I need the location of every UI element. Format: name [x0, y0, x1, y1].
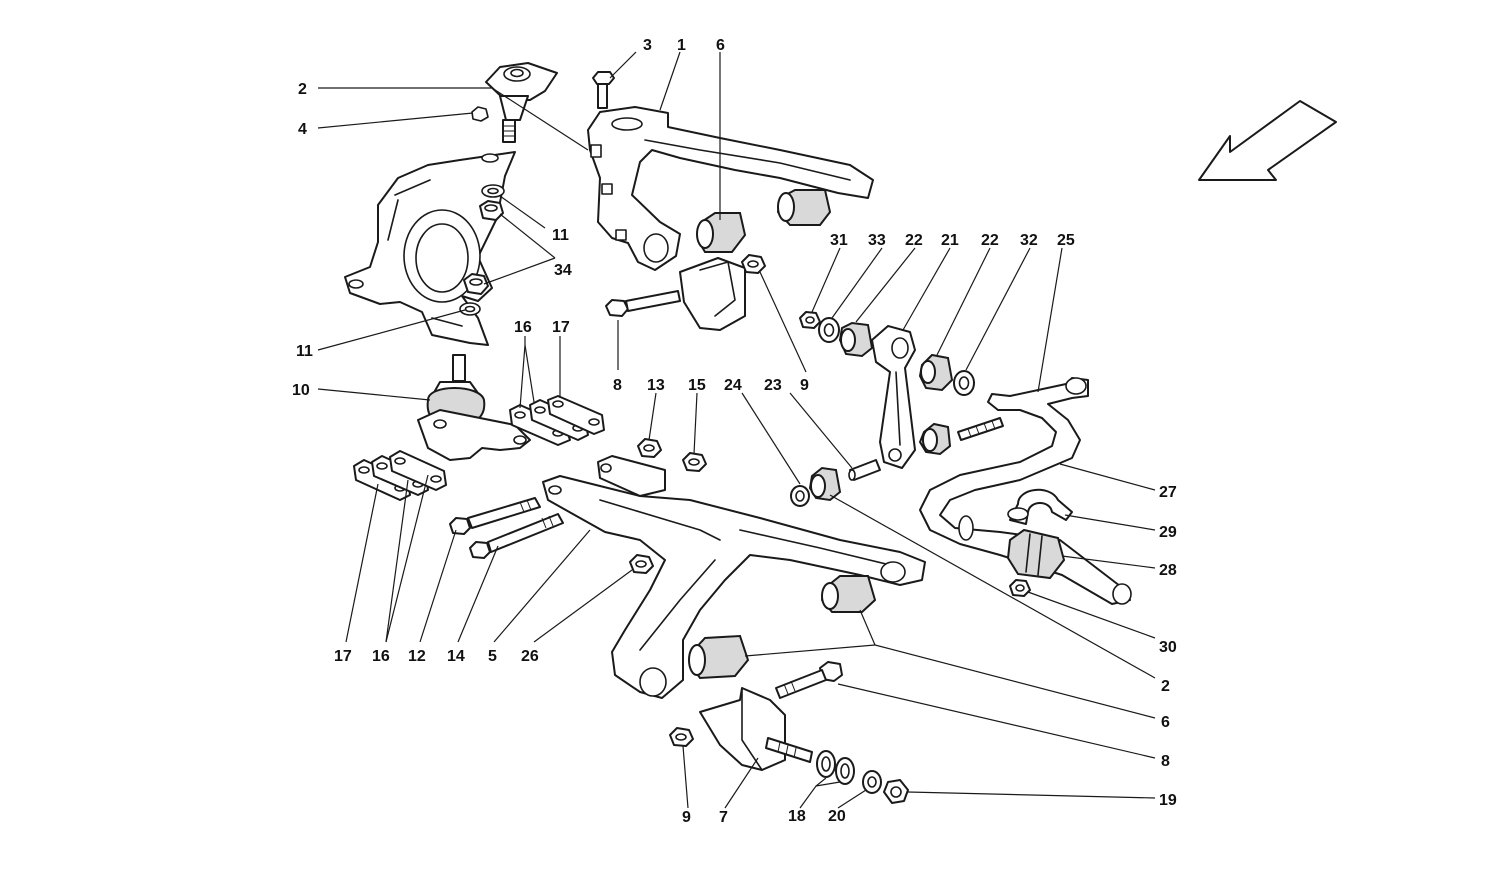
anti-roll-link [871, 325, 916, 469]
callout-6-upper: 6 [716, 37, 725, 54]
callout-11-lower: 11 [296, 343, 313, 360]
washer-11-top [481, 184, 505, 198]
nut-34-top [479, 200, 504, 221]
nut-9-upper [741, 254, 766, 274]
lower-bushing-left [688, 634, 750, 680]
bolt-3 [592, 71, 615, 109]
washer-33 [818, 317, 840, 343]
bolt-14 [469, 513, 564, 559]
upper-wishbone [587, 106, 874, 271]
washer-24 [790, 485, 810, 507]
spacer-23 [848, 459, 881, 481]
link-bushing-lower [918, 422, 952, 456]
nut-15 [682, 452, 707, 472]
callout-24: 24 [724, 377, 742, 394]
upper-ball-joint [485, 62, 558, 143]
nut-31 [799, 311, 821, 329]
callout-17-lower: 17 [334, 648, 352, 665]
anti-roll-bar-bushing [1006, 528, 1066, 580]
callout-22-left: 22 [905, 232, 923, 249]
leader-lines [317, 51, 1156, 809]
callout-32: 32 [1020, 232, 1038, 249]
nut-9-lower [669, 727, 694, 747]
link-stud [957, 417, 1004, 441]
callout-17-upper: 17 [552, 319, 570, 336]
nut-34-bottom [463, 273, 489, 295]
callout-14: 14 [447, 648, 465, 665]
callout-9-lower: 9 [682, 809, 691, 826]
callout-19: 19 [1159, 792, 1177, 809]
callout-4: 4 [298, 121, 307, 138]
steering-knuckle [344, 151, 516, 346]
callout-2-ball-joint: 2 [298, 81, 307, 98]
callout-9-upper: 9 [800, 377, 809, 394]
callout-13: 13 [647, 377, 665, 394]
bolt-12 [449, 497, 541, 535]
callout-labels: 2 4 3 1 6 11 34 11 10 16 17 8 13 15 24 2… [292, 37, 1177, 826]
bolt-8-upper [605, 290, 681, 317]
washer-32 [953, 370, 975, 396]
callout-15: 15 [688, 377, 706, 394]
bushing-24 [808, 466, 842, 502]
shim-16-upper-b [529, 399, 589, 441]
upper-bushing-left [696, 212, 747, 253]
shim-16-lower-b [389, 450, 447, 491]
callout-29: 29 [1159, 524, 1177, 541]
callout-33: 33 [868, 232, 886, 249]
callout-11-upper: 11 [552, 227, 569, 244]
callout-16-lower: 16 [372, 648, 390, 665]
lower-arm-bracket [699, 687, 786, 771]
callout-31: 31 [830, 232, 848, 249]
callout-10: 10 [292, 382, 310, 399]
callout-23: 23 [764, 377, 782, 394]
lower-ball-joint [417, 354, 531, 461]
callout-12: 12 [408, 648, 426, 665]
callout-21: 21 [941, 232, 959, 249]
callout-16-upper: 16 [514, 319, 532, 336]
callout-25: 25 [1057, 232, 1075, 249]
callout-28: 28 [1159, 562, 1177, 579]
nut-13 [637, 438, 662, 458]
bolt-8-lower [775, 661, 843, 699]
callout-8-lower: 8 [1161, 753, 1170, 770]
callout-30: 30 [1159, 639, 1177, 656]
callout-8-upper: 8 [613, 377, 622, 394]
callout-22-right: 22 [981, 232, 999, 249]
bracket-stud [765, 737, 813, 763]
callout-2-link: 2 [1161, 678, 1170, 695]
callout-18: 18 [788, 808, 806, 825]
lower-wishbone [542, 455, 926, 699]
upper-arm-bracket [679, 257, 746, 331]
callout-27: 27 [1159, 484, 1177, 501]
lower-bushing-right [820, 575, 877, 613]
callout-1: 1 [677, 37, 686, 54]
washer-18-b [835, 757, 855, 785]
upper-bushing-right [776, 189, 832, 226]
callout-5: 5 [488, 648, 497, 665]
nut-26 [629, 554, 654, 574]
nut-19 [883, 779, 909, 804]
callout-7: 7 [719, 809, 728, 826]
link-bushing-22-right [918, 353, 954, 392]
callout-34: 34 [554, 262, 572, 279]
washer-20 [862, 770, 882, 794]
callout-26: 26 [521, 648, 539, 665]
anti-roll-bar-clamp [1007, 488, 1073, 525]
callout-20: 20 [828, 808, 846, 825]
callout-6-lower: 6 [1161, 714, 1170, 731]
link-bushing-22-left [838, 321, 874, 358]
washer-18-a [816, 750, 836, 778]
callout-3: 3 [643, 37, 652, 54]
direction-arrow-icon [1198, 100, 1337, 181]
shim-17-upper [547, 395, 605, 435]
washer-11-bottom [459, 302, 481, 316]
nut-30 [1009, 579, 1031, 597]
nut-4 [471, 106, 489, 122]
